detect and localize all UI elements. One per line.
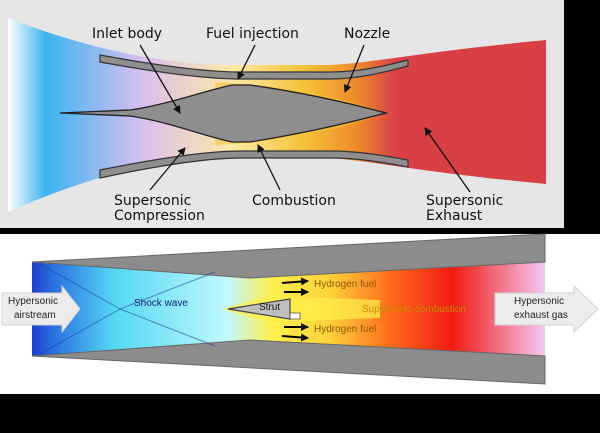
strut-flame bbox=[222, 296, 380, 322]
label-combustion: Combustion bbox=[252, 193, 336, 209]
arrow-combustion bbox=[257, 144, 281, 191]
label-nozzle: Nozzle bbox=[344, 26, 390, 42]
label-hydrogen-fuel-lower: Hydrogen fuel bbox=[314, 324, 376, 335]
fuel-arrow-lower-2 bbox=[281, 333, 309, 342]
label-shock-wave: Shock wave bbox=[134, 298, 188, 309]
label-supersonic-compression-2: Compression bbox=[114, 208, 205, 224]
fuel-arrow-upper-1 bbox=[281, 277, 309, 286]
upper-cowl-wall bbox=[99, 54, 409, 80]
upper-wedge bbox=[31, 233, 546, 279]
bottom-diagram: Hypersonic airstream Shock wave Strut Hy… bbox=[0, 233, 600, 394]
arrow-nozzle bbox=[343, 44, 365, 93]
label-hydrogen-fuel-upper: Hydrogen fuel bbox=[314, 279, 376, 290]
strut-body bbox=[227, 298, 291, 320]
label-inlet-body: Inlet body bbox=[92, 26, 162, 42]
inlet-body-shape bbox=[59, 84, 389, 143]
arrow-inlet-body bbox=[139, 44, 181, 114]
top-leader-arrows bbox=[139, 44, 471, 193]
strut-assembly bbox=[222, 296, 380, 322]
top-diagram: Inlet body Fuel injection Nozzle Superso… bbox=[0, 0, 564, 228]
label-supersonic-combustion: Supersonic combustion bbox=[362, 304, 466, 315]
strut-injector bbox=[289, 312, 301, 320]
arrow-supersonic-compression bbox=[149, 147, 186, 191]
exhaust-arrow-shape bbox=[494, 284, 599, 334]
label-hypersonic-exhaust-1: Hypersonic bbox=[514, 296, 564, 307]
arrow-fuel-injection bbox=[237, 44, 256, 80]
arrow-supersonic-exhaust bbox=[424, 127, 471, 193]
lower-wedge bbox=[31, 339, 546, 385]
inflow-arrow-shape bbox=[1, 284, 81, 334]
shock-wave-lines bbox=[39, 263, 216, 355]
label-hypersonic-airstream-1: Hypersonic bbox=[8, 296, 58, 307]
label-hypersonic-airstream-2: airstream bbox=[14, 310, 56, 321]
label-fuel-injection: Fuel injection bbox=[206, 26, 299, 42]
hydrogen-fuel-arrows bbox=[281, 277, 309, 342]
label-hypersonic-exhaust-2: exhaust gas bbox=[514, 310, 568, 321]
label-supersonic-exhaust-1: Supersonic bbox=[426, 193, 503, 209]
label-supersonic-exhaust-2: Exhaust bbox=[426, 208, 483, 224]
label-strut: Strut bbox=[259, 302, 280, 313]
label-supersonic-compression-1: Supersonic bbox=[114, 193, 191, 209]
